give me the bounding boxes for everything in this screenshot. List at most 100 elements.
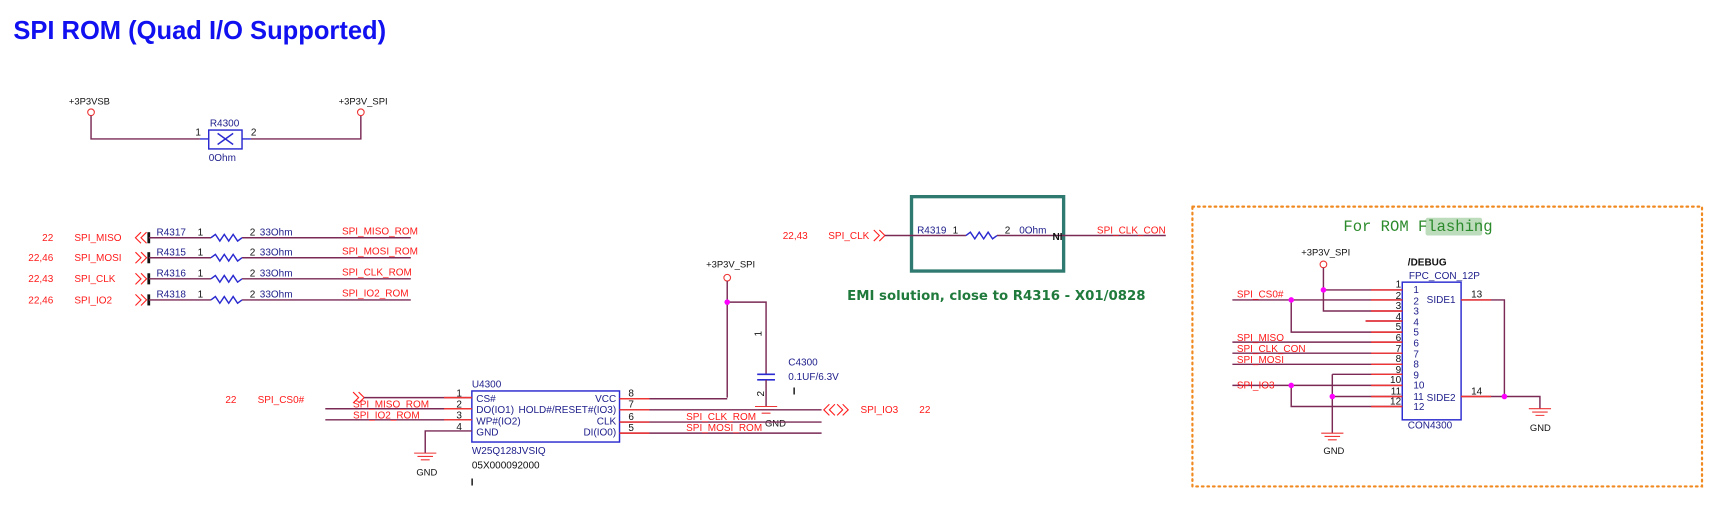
pin-name: 6 bbox=[1413, 339, 1419, 350]
net-label: SPI_CLK_CON bbox=[1237, 344, 1306, 355]
output-port-icon bbox=[135, 251, 148, 264]
pin-stub bbox=[444, 396, 472, 421]
page-title: SPI ROM (Quad I/O Supported) bbox=[13, 17, 386, 45]
pin-number: 4 bbox=[1396, 312, 1402, 323]
pin-number: 2 bbox=[1005, 225, 1011, 236]
page-reference: 22,43 bbox=[783, 231, 808, 242]
resistor-icon bbox=[965, 230, 998, 241]
net-label: SPI_MOSI bbox=[74, 253, 121, 264]
not-installed-mark: NI bbox=[1053, 232, 1063, 243]
page-reference: 22,43 bbox=[28, 274, 53, 285]
pin-name: 9 bbox=[1413, 371, 1419, 382]
pin-name: 4 bbox=[1413, 317, 1419, 328]
ground-icon bbox=[1321, 432, 1344, 441]
junction-dot bbox=[1288, 297, 1295, 303]
connector-pin-numbers: 1 2 3 4 5 6 7 8 9 10 11 12 1 2 3 4 5 6 7… bbox=[1390, 280, 1425, 413]
pin-name: DO(IO1) bbox=[476, 405, 514, 416]
net-label: SPI_CS0# bbox=[1237, 290, 1284, 301]
pin-number: 13 bbox=[1471, 290, 1483, 301]
component-value: 33Ohm bbox=[260, 228, 293, 239]
emi-highlight-box bbox=[909, 194, 1066, 273]
ground-icon bbox=[414, 452, 437, 461]
pin-number: 1 bbox=[198, 248, 204, 259]
rom-flashing-debug-block: For ROM Flashing /DEBUG FPC_CON_12P CON4… bbox=[1191, 205, 1704, 488]
net-label: SPI_CLK bbox=[74, 274, 115, 285]
net-label: SPI_CS0# bbox=[258, 395, 305, 406]
pin-number: 2 bbox=[456, 400, 462, 411]
page-reference: 22,46 bbox=[28, 253, 53, 264]
dotted-region-border bbox=[1191, 205, 1704, 488]
net-label: SPI_MOSI bbox=[1237, 355, 1284, 366]
pin-name: SIDE2 bbox=[1427, 393, 1456, 404]
pin-name: VCC bbox=[595, 394, 616, 405]
net-label: SPI_MOSI_ROM bbox=[342, 246, 418, 257]
junction-dot bbox=[1501, 393, 1508, 400]
power-label-3p3v-spi: +3P3V_SPI bbox=[1301, 247, 1350, 258]
pin-number: 1 bbox=[456, 389, 462, 400]
pin-name: GND bbox=[476, 427, 498, 438]
pin-number: 1 bbox=[195, 128, 201, 139]
power-port-icon bbox=[1319, 260, 1328, 269]
pin-name: 7 bbox=[1413, 350, 1419, 361]
power-label-3p3v-spi: +3P3V_SPI bbox=[339, 96, 388, 107]
pin-number: 1 bbox=[953, 225, 959, 236]
pin-name: WP#(IO2) bbox=[476, 416, 520, 427]
bidirectional-port-icon bbox=[823, 403, 850, 416]
net-label: SPI_MOSI_ROM bbox=[686, 423, 762, 434]
pin-name: 5 bbox=[1413, 327, 1419, 338]
ground-label: GND bbox=[1323, 445, 1344, 456]
junction-dot bbox=[724, 299, 730, 305]
wire bbox=[619, 398, 822, 434]
net-label: SPI_CLK_ROM bbox=[342, 267, 412, 278]
pin-number: 10 bbox=[1390, 375, 1402, 386]
ground-icon bbox=[1528, 408, 1552, 416]
assembly-mark: I bbox=[793, 386, 796, 397]
resistor-icon bbox=[210, 274, 243, 284]
pin-name: 8 bbox=[1413, 360, 1419, 371]
page-reference: 22,46 bbox=[28, 295, 53, 306]
pin-number: 4 bbox=[456, 422, 462, 433]
pin-number: 2 bbox=[250, 290, 256, 301]
pin-name: 2 bbox=[1413, 296, 1419, 307]
sheet-label: /DEBUG bbox=[1408, 257, 1447, 268]
pin-number: 3 bbox=[1396, 301, 1402, 312]
pin-number: 3 bbox=[456, 411, 462, 422]
output-port-icon bbox=[873, 229, 886, 242]
component-value: 33Ohm bbox=[260, 290, 293, 301]
series-resistor-row-clk: 22,43 SPI_CLK R4316 1 2 33Ohm SPI_CLK_RO… bbox=[28, 267, 412, 285]
ref-designator: R4319 bbox=[917, 225, 947, 236]
pin-name: 10 bbox=[1413, 381, 1425, 392]
pin-name: CS# bbox=[476, 394, 496, 405]
internal-part-number: 05X000092000 bbox=[472, 461, 540, 472]
series-resistor-row-io2: 22,46 SPI_IO2 R4318 1 2 33Ohm SPI_IO2_RO… bbox=[28, 289, 411, 306]
ref-designator: C4300 bbox=[788, 357, 818, 368]
pin-number: 2 bbox=[1396, 291, 1402, 302]
resistor-icon bbox=[210, 253, 243, 263]
pin-number: 14 bbox=[1471, 386, 1483, 397]
svg-text:For ROM Flashing: For ROM Flashing bbox=[1343, 218, 1492, 236]
ref-designator: R4315 bbox=[157, 248, 187, 259]
component-value: 0Ohm bbox=[1019, 225, 1046, 236]
pin-number: 2 bbox=[250, 228, 256, 239]
pin-number: 6 bbox=[628, 412, 634, 423]
ic-body bbox=[471, 390, 621, 443]
pin-number: 1 bbox=[1396, 280, 1402, 291]
section-heading-highlight: Flashing bbox=[1418, 218, 1493, 236]
pin-number: 1 bbox=[198, 269, 204, 280]
output-port-icon bbox=[135, 272, 148, 285]
pin-number: 2 bbox=[756, 391, 767, 397]
wire bbox=[250, 115, 362, 140]
jumper-x-icon bbox=[199, 132, 251, 146]
pin-number: 5 bbox=[1396, 322, 1402, 333]
pin-number: 9 bbox=[1396, 365, 1402, 376]
ground-label: GND bbox=[416, 466, 437, 477]
power-port-icon bbox=[723, 273, 732, 282]
component-value: 33Ohm bbox=[260, 248, 293, 259]
pin-number: 7 bbox=[628, 400, 634, 411]
ref-designator: R4300 bbox=[210, 119, 240, 130]
power-port-icon bbox=[87, 108, 95, 117]
page-reference: 22 bbox=[919, 405, 931, 416]
pin-stub bbox=[619, 398, 650, 434]
net-label: SPI_IO3 bbox=[1237, 381, 1275, 392]
